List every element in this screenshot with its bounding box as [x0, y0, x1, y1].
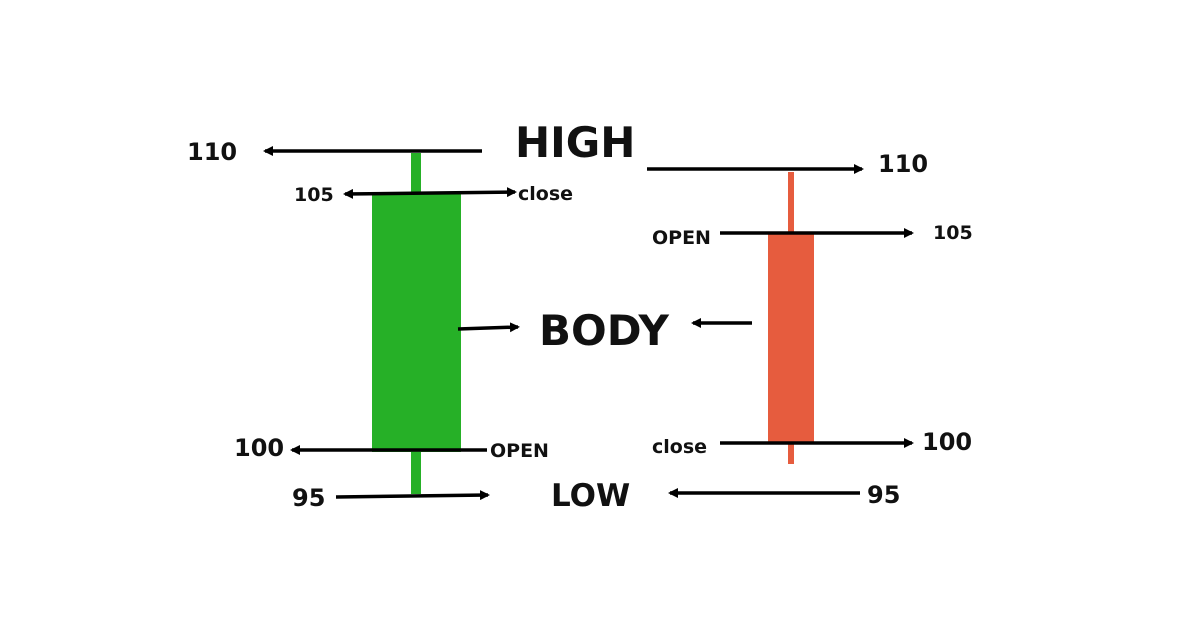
bearish-open-label: OPEN	[652, 227, 711, 249]
bearish-close-label: close	[652, 436, 707, 458]
body-label: BODY	[539, 306, 670, 355]
bearish-high-value: 110	[878, 150, 928, 178]
arrow-bullish-close	[343, 187, 517, 199]
bullish-candle-body	[372, 194, 461, 452]
bearish-open-value: 105	[933, 222, 973, 244]
bullish-open-value: 100	[234, 434, 284, 462]
bullish-close-label: close	[518, 183, 573, 205]
bearish-close-value: 100	[922, 428, 972, 456]
bullish-high-value: 110	[187, 138, 237, 166]
arrow-body-left-candle	[457, 322, 520, 333]
arrow-bullish-low	[335, 490, 490, 501]
bullish-close-value: 105	[294, 184, 334, 206]
low-label: LOW	[551, 478, 630, 514]
high-label: HIGH	[515, 118, 635, 167]
bullish-open-label: OPEN	[490, 440, 549, 462]
bullish-low-value: 95	[292, 484, 325, 512]
bearish-low-value: 95	[867, 481, 900, 509]
bearish-candle-body	[768, 233, 814, 442]
